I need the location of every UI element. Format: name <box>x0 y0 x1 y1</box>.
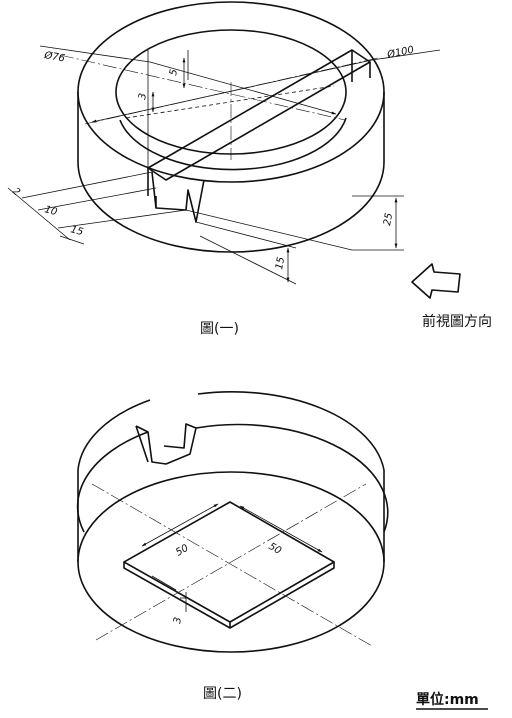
dim-15b: 15 <box>274 256 287 270</box>
d76-leader <box>39 45 151 63</box>
dim-left-line <box>7 187 71 241</box>
figure-one-drawing: Ø76 Ø100 5 3 2 10 15 25 15 <box>7 1 441 285</box>
centerline-c <box>91 483 373 647</box>
notch-edge <box>135 425 149 463</box>
centerline-a <box>59 54 346 121</box>
notch-top <box>135 423 197 465</box>
recess-inner-line <box>151 575 177 591</box>
ext-25-diag <box>185 209 353 251</box>
dim-15-tail <box>59 235 85 245</box>
dim-3: 3 <box>137 92 149 100</box>
figure-one-caption: 圖(一) <box>200 321 239 337</box>
hidden-line <box>125 85 335 119</box>
inner-bore-floor-arc <box>119 117 347 171</box>
dim-3-fig2: 3 <box>172 616 184 624</box>
dim-50b: 50 <box>267 541 284 557</box>
dim-d100: Ø100 <box>385 44 415 62</box>
centerline-d <box>95 483 367 641</box>
dim-15a: 15 <box>69 224 84 238</box>
square-recess-walls <box>123 562 335 629</box>
bottom-ellipse <box>77 471 385 653</box>
view-direction-arrow-icon <box>411 263 461 299</box>
d100-line <box>91 59 373 123</box>
dim-2: 2 <box>10 186 22 199</box>
ext-15b-top <box>195 221 297 249</box>
ext-15 <box>57 209 187 229</box>
dim-50a-line <box>141 503 219 547</box>
dim-50b-line <box>239 505 323 553</box>
view-direction-label: 前視圖方向 <box>422 313 492 330</box>
d76-line <box>149 61 337 115</box>
d100-leader <box>371 49 441 61</box>
ext-10 <box>37 187 157 211</box>
figure-two-caption: 圖(二) <box>203 686 242 702</box>
dim-10: 10 <box>43 204 58 218</box>
outer-top-arc <box>76 423 389 533</box>
figure-two-drawing: 50 50 3 <box>76 391 389 653</box>
ext-15b-bottom <box>199 235 297 285</box>
upper-right-arc <box>197 391 385 471</box>
square-recess-top <box>123 501 335 623</box>
units-label: 單位:mm <box>416 691 479 708</box>
dim-5: 5 <box>168 68 180 76</box>
dim-50a: 50 <box>174 543 191 559</box>
dim-d76: Ø76 <box>42 49 65 65</box>
dim-25: 25 <box>382 212 395 226</box>
top-bar-face <box>147 49 371 181</box>
ext-2 <box>21 171 153 199</box>
outer-bottom-arc <box>77 161 385 253</box>
upper-left-arc <box>77 399 151 471</box>
